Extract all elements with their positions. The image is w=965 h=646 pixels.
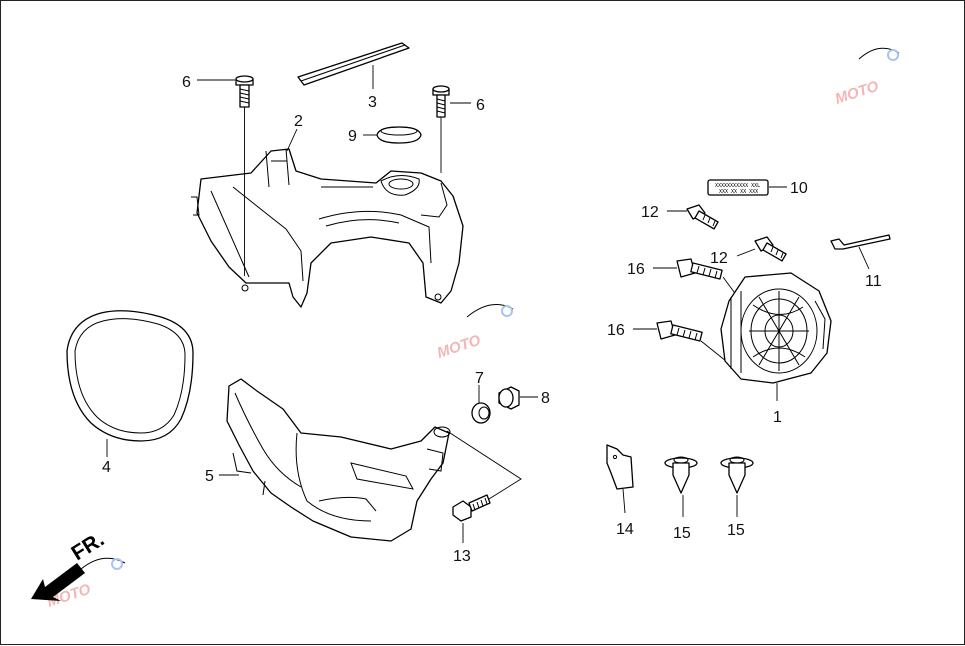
- part-2-upper-housing: [191, 148, 464, 308]
- watermark-top-right: MOTO: [833, 47, 900, 108]
- callout-4: 4: [102, 459, 111, 476]
- watermark-text: MOTO: [435, 332, 483, 362]
- part-15-clip-b: [720, 456, 754, 517]
- leader-lines: [106, 65, 480, 476]
- part-12-screw-b: [736, 236, 787, 262]
- callout-16-a: 16: [627, 261, 645, 278]
- part-10-label: XXXXXXXXXXX XXL XXX XX XX XXX: [707, 179, 787, 196]
- callout-15-b: 15: [727, 522, 745, 539]
- callout-7: 7: [475, 370, 484, 387]
- callout-6-left: 6: [182, 74, 191, 91]
- callout-16-b: 16: [607, 322, 625, 339]
- callout-12-a: 12: [641, 204, 659, 221]
- svg-text:XXXXXXXXXXX XXL: XXXXXXXXXXX XXL: [715, 183, 760, 189]
- part-4-gasket: [66, 310, 194, 442]
- part-7-collar: [471, 402, 491, 424]
- front-arrow-icon: [31, 563, 85, 601]
- callout-9: 9: [348, 128, 357, 145]
- watermark-text: MOTO: [833, 78, 881, 108]
- callout-13: 13: [453, 548, 471, 565]
- part-3-strip: [297, 42, 410, 86]
- watermark-middle: MOTO: [435, 304, 514, 362]
- part-11-clip: [830, 234, 891, 270]
- part-9-grommet: [376, 126, 422, 144]
- part-1-fan-housing: [720, 272, 832, 401]
- svg-text:XXX XX XX XXX: XXX XX XX XXX: [719, 189, 758, 195]
- callout-labels: 1 2 3 4 5 6 6 7 8 9 10 11 12 12 13 14 15…: [102, 74, 882, 565]
- front-label: FR.: [67, 528, 108, 565]
- callout-1: 1: [773, 409, 782, 426]
- part-5-lower-housing: [226, 378, 451, 542]
- callout-12-b: 12: [710, 250, 728, 267]
- callout-15-a: 15: [673, 525, 691, 542]
- part-14-bracket: [606, 444, 634, 514]
- callout-8: 8: [541, 390, 550, 407]
- callout-6-right: 6: [476, 97, 485, 114]
- part-16-bolt-a: [653, 258, 738, 297]
- part-16-bolt-b: [633, 320, 727, 362]
- part-8-cap: [498, 386, 538, 410]
- part-6-bolt-right: [432, 85, 450, 173]
- part-6-bolt-left: [235, 75, 254, 276]
- callout-11: 11: [865, 273, 882, 290]
- callout-3: 3: [368, 94, 377, 111]
- callout-5: 5: [205, 468, 214, 485]
- callout-10: 10: [790, 180, 808, 197]
- part-13-bolt: [446, 430, 522, 543]
- part-12-screw-a: [667, 204, 719, 230]
- callout-14: 14: [616, 521, 634, 538]
- part-15-clip-a: [664, 456, 698, 517]
- callout-2: 2: [294, 113, 303, 130]
